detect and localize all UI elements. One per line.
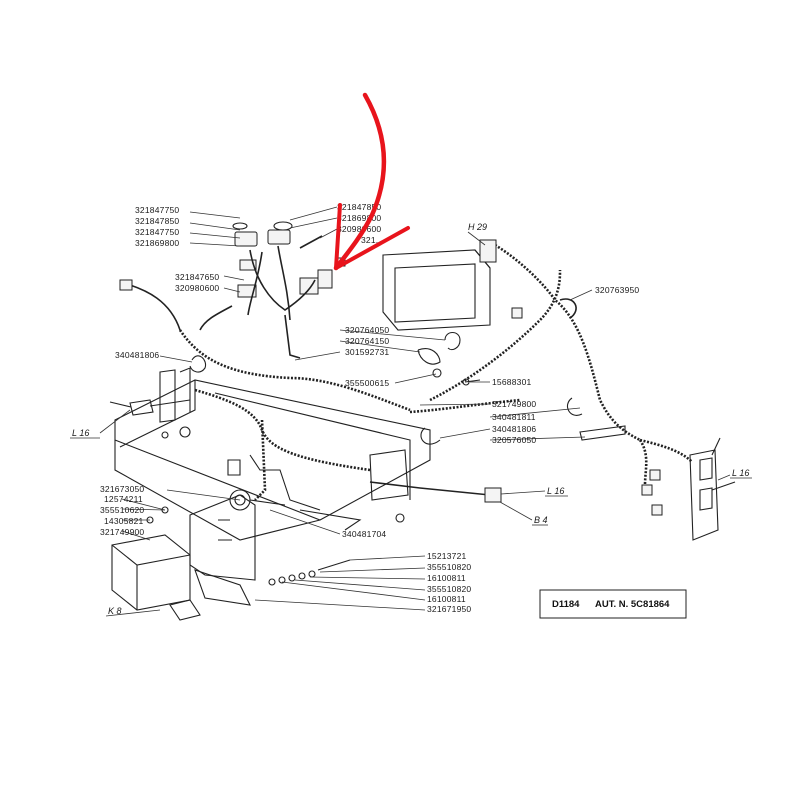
label-320763950: 320763950: [595, 285, 639, 295]
label-321847650: 321847650: [175, 272, 219, 282]
label-12574211: 12574211: [104, 494, 143, 504]
label-321-partial: 321...: [361, 235, 383, 245]
leader-lines: [99, 206, 731, 611]
label-355500615: 355500615: [345, 378, 389, 388]
lamp-left: [109, 399, 191, 416]
ref-l16-left: L 16: [72, 428, 89, 438]
info-code: D1184: [552, 599, 580, 610]
label-340481704: 340481704: [342, 529, 386, 539]
label-15213721: 15213721: [427, 551, 466, 561]
label-321847750-a: 321847750: [135, 205, 179, 215]
label-320576050: 320576050: [492, 435, 536, 445]
ref-l16-right: L 16: [732, 468, 749, 478]
h29-panel: [382, 239, 497, 331]
frame-outline: [114, 367, 431, 541]
label-321847750-b: 321847750: [135, 227, 179, 237]
reference-labels: H 29 L 16 L 16 L 16 B 4 K 8: [70, 222, 752, 617]
label-321869800-b: 321869800: [337, 213, 381, 223]
lower-assembly: [111, 489, 351, 621]
info-aut: AUT. N. 5C81864: [595, 599, 670, 610]
label-320980600-b: 320980600: [337, 224, 381, 234]
part-labels: 321847750 321847850 321847750 321869800 …: [100, 202, 639, 614]
label-355510820-a: 355510820: [427, 562, 471, 572]
red-arrow-annotation: [333, 92, 410, 271]
label-321673050: 321673050: [100, 484, 144, 494]
label-340481806-a: 340481806: [115, 350, 159, 360]
lamp-right: [689, 437, 736, 541]
label-14305821: 14305821: [104, 516, 143, 526]
label-15688301: 15688301: [492, 377, 531, 387]
label-340481811: 340481811: [492, 412, 536, 422]
label-320764150: 320764150: [345, 336, 389, 346]
main-harness: [119, 243, 693, 516]
label-340481806-b: 340481806: [492, 424, 536, 434]
ref-l16-mid: L 16: [547, 486, 564, 496]
label-321749900: 321749900: [100, 527, 144, 537]
clamps: [189, 331, 626, 445]
label-320980600-a: 320980600: [175, 283, 219, 293]
label-16100811-a: 16100811: [427, 573, 466, 583]
ref-h29: H 29: [468, 222, 487, 232]
label-320764050: 320764050: [345, 325, 389, 335]
label-321847850-a: 321847850: [135, 216, 179, 226]
label-355510820-b: 355510820: [427, 584, 471, 594]
label-321749800: 321749800: [492, 399, 536, 409]
ref-b4: B 4: [534, 515, 548, 525]
label-321671950: 321671950: [427, 604, 471, 614]
label-321869800-a: 321869800: [135, 238, 179, 248]
label-321847850-b: 321847850: [337, 202, 381, 212]
ref-k8: K 8: [108, 606, 122, 616]
info-box: D1184 AUT. N. 5C81864: [539, 589, 687, 619]
label-301592731: 301592731: [345, 347, 389, 357]
label-16100811-b: 16100811: [427, 594, 466, 604]
switch-cluster: [199, 221, 346, 359]
label-355510620: 355510620: [100, 505, 144, 515]
